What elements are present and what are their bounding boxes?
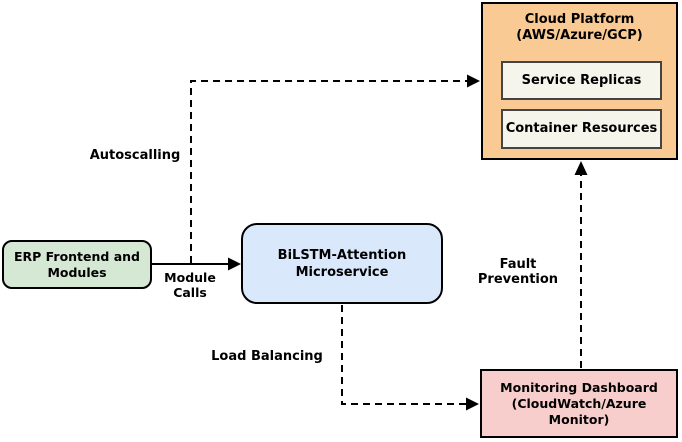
node-service-replicas: Service Replicas (501, 61, 662, 100)
edge-label-module-calls-line2: Calls (173, 285, 207, 300)
edge-label-module-calls-line1: Module (164, 270, 216, 285)
edge-label-load-balancing: Load Balancing (211, 349, 323, 364)
node-monitoring-dashboard: Monitoring Dashboard (CloudWatch/Azure M… (480, 369, 678, 438)
edge-load-balancing-line (341, 305, 468, 405)
node-erp-label-line1: ERP Frontend and (13, 248, 140, 264)
edge-load-balancing-arrowhead (466, 397, 479, 411)
node-erp-label-line2: Modules (47, 264, 107, 280)
node-erp-frontend: ERP Frontend and Modules (2, 240, 152, 289)
node-container-resources-label: Container Resources (505, 121, 658, 136)
node-bilstm-microservice: BiLSTM-Attention Microservice (241, 223, 443, 304)
edge-autoscaling-arrowhead (467, 74, 480, 88)
edge-label-autoscaling: Autoscalling (89, 148, 181, 163)
node-cloud-title: Cloud Platform (AWS/Azure/GCP) (516, 12, 642, 44)
node-service-replicas-label: Service Replicas (521, 72, 642, 88)
edge-module-calls-arrowhead (228, 257, 241, 271)
edge-label-fault-prevention: Fault Prevention (477, 257, 559, 287)
node-container-resources: Container Resources (501, 109, 662, 149)
edge-fault-prevention-arrowhead (574, 161, 588, 175)
node-monitoring-label-line2: (CloudWatch/Azure Monitor) (511, 395, 647, 427)
node-monitoring-label-line1: Monitoring Dashboard (500, 379, 658, 395)
node-microservice-label-line1: BiLSTM-Attention (277, 247, 407, 263)
edge-autoscaling-line (190, 80, 469, 263)
edge-label-module-calls: Module Calls (150, 270, 230, 300)
node-cloud-title-line2: (AWS/Azure/GCP) (516, 28, 643, 43)
node-microservice-label-line2: Microservice (295, 264, 389, 280)
node-cloud-title-line1: Cloud Platform (524, 12, 635, 27)
node-cloud-platform: Cloud Platform (AWS/Azure/GCP) Service R… (481, 2, 678, 160)
